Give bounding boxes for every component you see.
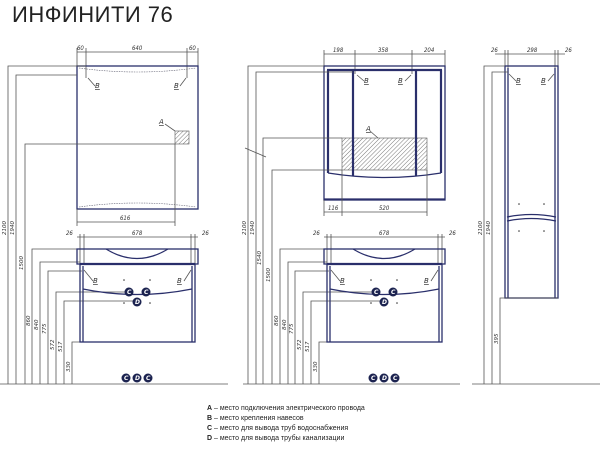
marker-b-label: B	[174, 82, 179, 90]
vdim: 330	[66, 361, 72, 372]
dim: 26	[449, 230, 456, 237]
dim: 26	[66, 230, 73, 237]
dim: 678	[132, 230, 143, 237]
legend-key: D	[207, 435, 213, 442]
legend-text: – место для вывода труб водоснабжения	[212, 425, 349, 432]
marker-b-label: B	[177, 277, 182, 285]
marker-a-label: A	[365, 125, 371, 133]
vdim: 840	[282, 319, 288, 330]
legend-text: – место для вывода трубы канализации	[212, 435, 345, 442]
legend: A – место подключения электрического про…	[207, 404, 365, 444]
electrical-connection-area	[174, 130, 190, 145]
tall-column-cabinet: 26 298 26 B B 2100 1940 395	[472, 47, 600, 385]
vdim: 1540	[257, 251, 263, 265]
dim: 298	[527, 47, 538, 54]
dim: 678	[379, 230, 390, 237]
left-mirror: 60 640 60 B B A 616	[76, 45, 199, 226]
marker-b-label: B	[398, 77, 403, 85]
marker-b-label: B	[93, 277, 98, 285]
left-sink-cabinet: 26 678 26 B B C C D C D C	[0, 230, 228, 385]
marker-b-label: B	[95, 82, 100, 90]
marker-c-label: C	[374, 289, 379, 296]
marker-c-label: C	[124, 375, 129, 382]
vdim: 2100	[242, 221, 248, 235]
marker-c-label: C	[144, 289, 149, 296]
vdim: 517	[58, 341, 64, 352]
dim-left-mirror-margin-r: 60	[189, 45, 196, 52]
water-outlet-marker	[141, 287, 151, 297]
legend-key: A	[207, 405, 213, 412]
dim: 198	[333, 47, 344, 54]
legend-text: – место крепления навесов	[212, 415, 304, 422]
legend-key: B	[207, 415, 213, 422]
vdim: 775	[42, 323, 48, 334]
dim-left-mirror-bottom: 616	[120, 215, 131, 222]
drain-outlet-marker	[132, 297, 142, 307]
vdim: 1940	[250, 221, 256, 235]
mirror-cabinet: 198 358 204 B B A 116 520	[323, 47, 446, 216]
vdim: 1940	[10, 221, 16, 235]
dim: 26	[565, 47, 572, 54]
vdim: 1940	[486, 221, 492, 235]
legend-item-d: D – место для вывода трубы канализации	[207, 434, 365, 444]
marker-d-label: D	[382, 375, 387, 382]
marker-b-label: B	[516, 77, 521, 85]
marker-b-label: B	[364, 77, 369, 85]
vdim: 840	[34, 319, 40, 330]
dim-left-mirror-margin-l: 60	[77, 45, 84, 52]
vdim: 572	[297, 339, 303, 350]
marker-c-label: C	[391, 289, 396, 296]
legend-key: C	[207, 425, 213, 432]
vdim: 2100	[2, 221, 8, 235]
marker-b-label: B	[541, 77, 546, 85]
vdim: 330	[313, 361, 319, 372]
legend-item-c: C – место для вывода труб водоснабжения	[207, 424, 365, 434]
dim: 26	[202, 230, 209, 237]
dim: 520	[379, 205, 390, 212]
diagram-title: ИНФИНИТИ 76	[12, 2, 174, 27]
marker-d-label: D	[135, 299, 140, 306]
legend-text: – место подключения электрического прово…	[212, 405, 365, 412]
dim-left-mirror-width: 640	[132, 45, 143, 52]
vdim: 517	[305, 341, 311, 352]
marker-b-label: B	[340, 277, 345, 285]
marker-c-label: C	[371, 375, 376, 382]
vdim: 2100	[478, 221, 484, 235]
vdim: 1500	[266, 268, 272, 282]
legend-item-b: B – место крепления навесов	[207, 414, 365, 424]
vdim: 775	[289, 323, 295, 334]
vdim: 572	[50, 339, 56, 350]
middle-sink-cabinet: 26 678 26 B B C C D C D C	[243, 230, 460, 385]
legend-item-a: A – место подключения электрического про…	[207, 404, 365, 414]
middle-leaders: 2100 1940 1540 1500 860 840 775 572 517 …	[242, 65, 442, 384]
vdim: 1500	[19, 256, 25, 270]
marker-d-label: D	[382, 299, 387, 306]
left-leaders: 2100 1940 1500 860 840 775 572 517 330	[2, 65, 195, 384]
marker-c-label: C	[146, 375, 151, 382]
electrical-connection-area	[341, 137, 428, 171]
vdim: 395	[494, 333, 500, 344]
vdim: 860	[26, 315, 32, 326]
water-outlet-marker	[124, 287, 134, 297]
dim: 358	[378, 47, 389, 54]
vdim: 860	[274, 315, 280, 326]
marker-c-label: C	[393, 375, 398, 382]
dim: 116	[328, 205, 339, 212]
marker-c-label: C	[127, 289, 132, 296]
marker-a-label: A	[158, 118, 164, 126]
dim: 204	[424, 47, 435, 54]
dim: 26	[491, 47, 498, 54]
marker-b-label: B	[424, 277, 429, 285]
marker-d-label: D	[135, 375, 140, 382]
dim: 26	[313, 230, 320, 237]
